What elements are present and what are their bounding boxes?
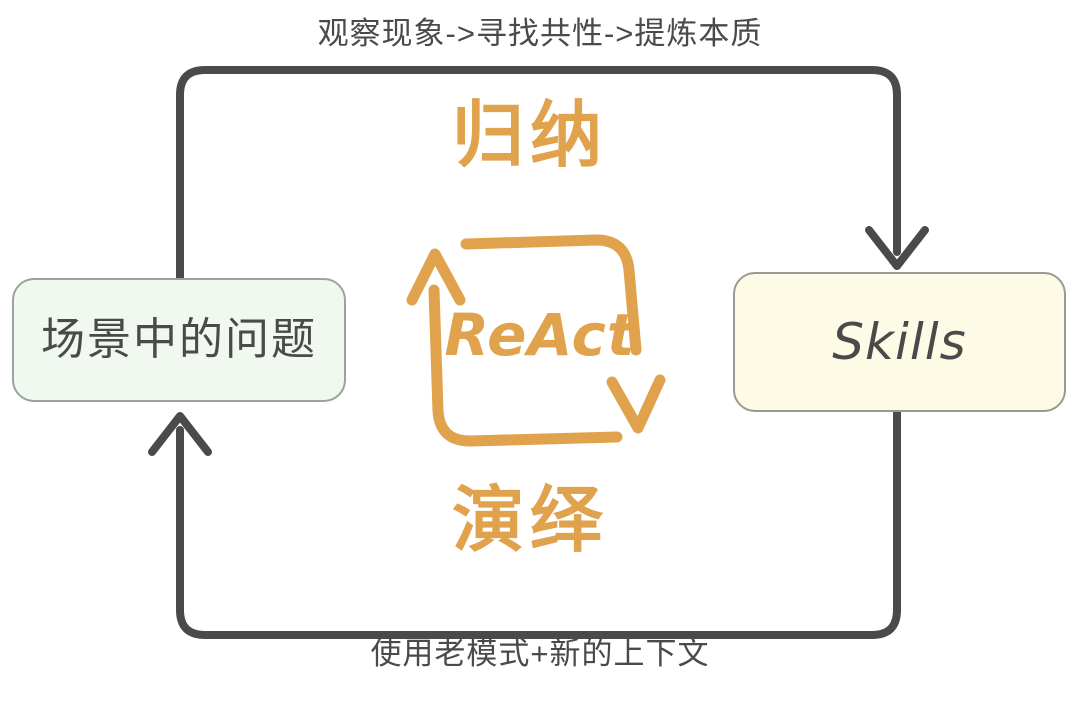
react-loop-up-arrowhead <box>406 248 466 306</box>
top-flow-arrowhead <box>865 226 929 270</box>
node-skills-box[interactable]: Skills <box>733 272 1066 412</box>
deduction-label: 演绎 <box>451 481 608 561</box>
react-loop-down-arrowhead <box>606 374 666 434</box>
node-problem-box[interactable]: 场景中的问题 <box>12 278 346 402</box>
induction-label: 归纳 <box>451 96 608 176</box>
bottom-flow-arrowhead <box>148 412 212 456</box>
top-flow-arrow-path <box>176 66 901 287</box>
node-skills-label: Skills <box>832 313 967 371</box>
react-loop-label: ReAct <box>444 301 636 369</box>
bottom-flow-arrow-path <box>176 408 901 639</box>
react-loop-bottom-path <box>428 284 623 447</box>
bottom-edge-caption: 使用老模式+新的上下文 <box>370 636 710 671</box>
react-loop-top-path <box>460 234 642 356</box>
node-problem-label: 场景中的问题 <box>41 315 317 364</box>
top-edge-caption: 观察现象->寻找共性->提炼本质 <box>317 16 763 51</box>
